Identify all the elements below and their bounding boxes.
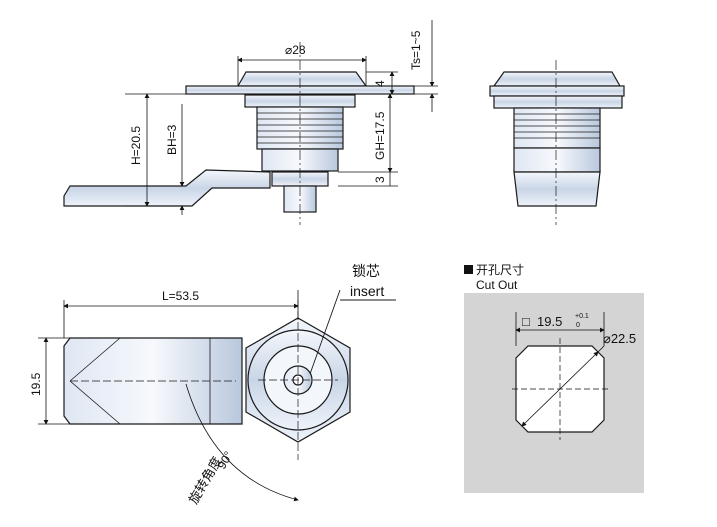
- front-view: [489, 60, 625, 225]
- cam-arm: [63, 169, 271, 207]
- front-sleeve: [513, 147, 601, 173]
- dim-diameter-28: ⌀28: [285, 43, 306, 57]
- cutout-title-en: Cut Out: [476, 278, 518, 292]
- dim-gh: GH=17.5: [373, 111, 387, 160]
- front-nut: [493, 95, 623, 109]
- dim-bh: BH=3: [165, 124, 179, 155]
- dim-width: 19.5: [29, 372, 43, 396]
- cutout-tol-lower: 0: [576, 322, 580, 329]
- insert-label-cn: 锁芯: [352, 263, 380, 279]
- dim-h: H=20.5: [129, 126, 143, 165]
- cutout-square-symbol: □: [522, 314, 530, 329]
- dim-3-top: 3: [373, 176, 387, 183]
- dim-length: L=53.5: [162, 289, 199, 303]
- cutout-tol-upper: +0.1: [575, 313, 589, 320]
- front-body: [513, 107, 601, 149]
- rear-view-dimensions: [38, 290, 299, 502]
- dim-4: 4: [373, 80, 387, 87]
- cutout-title-square: [464, 265, 473, 274]
- rear-view: [63, 289, 396, 460]
- cutout-square-value: 19.5: [537, 314, 562, 329]
- lock-cap: [236, 71, 368, 87]
- rotation-label-cn: 旋转角度: [186, 454, 225, 507]
- side-view: [63, 42, 415, 225]
- front-cap: [492, 71, 622, 87]
- insert-label-en: insert: [350, 283, 384, 299]
- front-flange: [489, 85, 625, 97]
- cutout-diameter: ⌀22.5: [603, 331, 636, 346]
- cutout-title-cn: 开孔尺寸: [476, 263, 524, 277]
- dim-ts: Ts=1~5: [409, 30, 423, 70]
- cutout-section: 开孔尺寸 Cut Out □ 19.5 +0.1 0 ⌀22.5: [464, 263, 644, 493]
- front-cam: [513, 171, 601, 207]
- side-view-dimensions: [125, 20, 438, 215]
